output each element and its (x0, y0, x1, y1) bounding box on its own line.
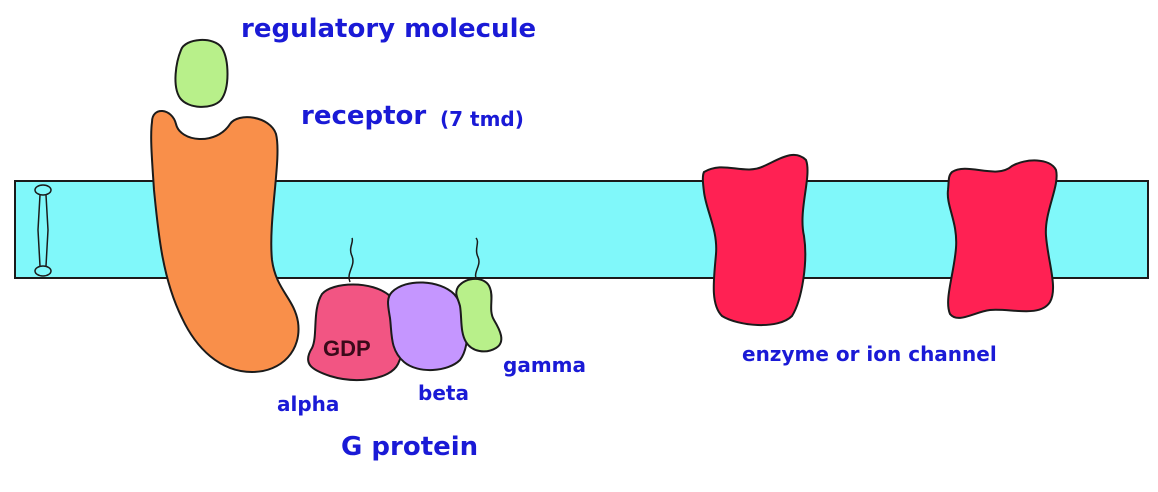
alpha-lipid-anchor (348, 237, 354, 283)
receptor-shape (150, 110, 300, 374)
alpha-subunit-shape (307, 283, 406, 381)
gamma-label: gamma (503, 353, 586, 377)
beta-subunit-shape (387, 281, 469, 372)
g-protein-label: G protein (341, 432, 479, 462)
gamma-subunit-shape (455, 277, 503, 353)
gdp-label: GDP (323, 336, 371, 361)
regulatory-molecule-shape (174, 39, 229, 108)
enzyme-protein-shape-1 (701, 154, 809, 327)
enzyme-or-ion-channel-label: enzyme or ion channel (742, 342, 997, 366)
beta-label: beta (418, 381, 469, 405)
membrane-lipid-icon (34, 184, 52, 277)
gamma-lipid-anchor (474, 237, 480, 282)
receptor-label: receptor (301, 101, 427, 131)
alpha-label: alpha (277, 392, 340, 416)
receptor-note-label: (7 tmd) (440, 107, 524, 131)
enzyme-protein-shape-2 (946, 159, 1058, 319)
regulatory-molecule-label: regulatory molecule (241, 14, 537, 44)
